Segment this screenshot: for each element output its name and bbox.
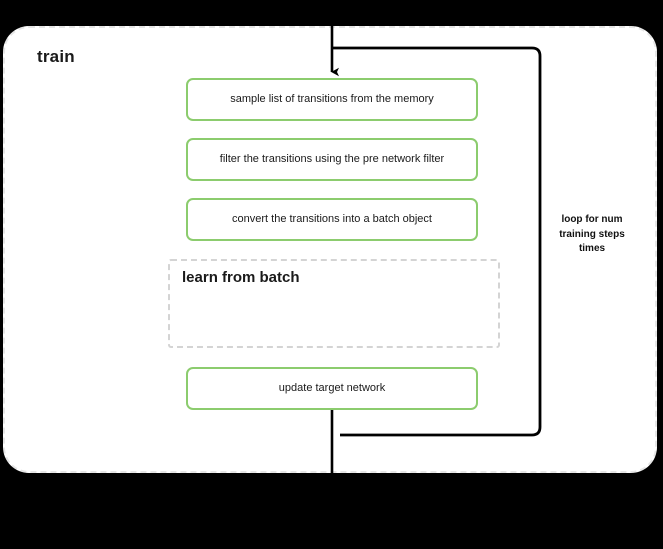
node-convert-batch-label: convert the transitions into a batch obj… (232, 212, 432, 225)
node-filter-transitions[interactable]: filter the transitions using the pre net… (186, 138, 478, 181)
node-update-target-network-label: update target network (278, 381, 386, 394)
learn-from-batch-subgraph[interactable]: learn from batch (168, 259, 500, 348)
node-convert-batch[interactable]: convert the transitions into a batch obj… (186, 198, 478, 241)
loop-label: loop for num training steps times (559, 214, 625, 254)
node-sample-transitions-label: sample list of transitions from the memo… (230, 92, 434, 105)
node-sample-transitions[interactable]: sample list of transitions from the memo… (186, 78, 478, 121)
node-update-target-network[interactable]: update target network (186, 367, 478, 410)
train-subgraph-title: train (37, 47, 75, 66)
learn-from-batch-title: learn from batch (182, 269, 300, 286)
node-filter-transitions-label: filter the transitions using the pre net… (219, 152, 445, 165)
